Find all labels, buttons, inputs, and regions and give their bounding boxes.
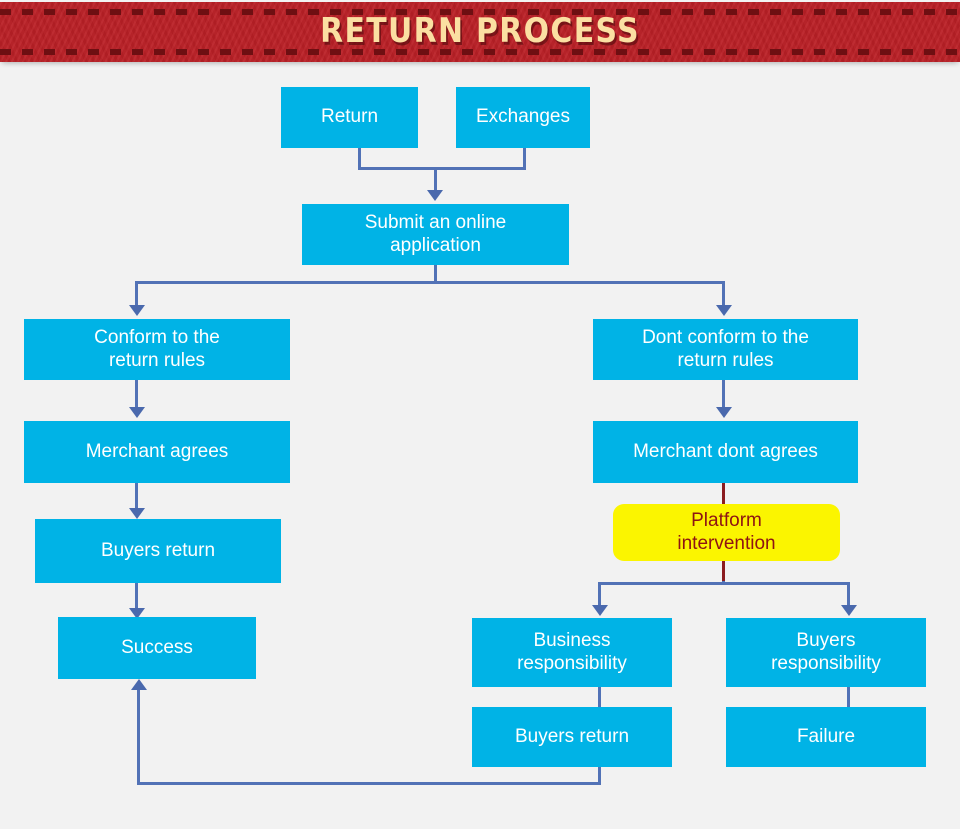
edge-to-conform-arrowhead	[129, 305, 145, 316]
node-submit-line1: Submit an online	[364, 212, 507, 234]
node-conform-label: Conform to the return rules	[94, 327, 220, 372]
edge-to-submit-line	[434, 167, 437, 193]
node-exchanges-label: Exchanges	[475, 106, 570, 128]
banner-dash-line-bottom	[0, 49, 960, 55]
node-failure[interactable]: Failure	[726, 707, 926, 767]
node-dont-conform-to-return-rules[interactable]: Dont conform to the return rules	[593, 319, 858, 380]
edge-businessresp-to-buyersreturn	[598, 687, 601, 709]
node-business-resp-line1: Business	[533, 630, 611, 652]
node-buyers-return-left[interactable]: Buyers return	[35, 519, 281, 583]
edge-to-business-resp-line	[598, 582, 601, 608]
node-buyers-resp-line2: responsibility	[771, 652, 881, 674]
node-conform-line1: Conform to the	[94, 327, 220, 349]
node-success[interactable]: Success	[58, 617, 256, 679]
node-buyers-return-right[interactable]: Buyers return	[472, 707, 672, 767]
edge-to-dont-conform-arrowhead	[716, 305, 732, 316]
node-success-label: Success	[121, 636, 193, 658]
node-return[interactable]: Return	[281, 87, 418, 148]
node-failure-label: Failure	[796, 725, 856, 747]
edge-return-stub	[358, 148, 361, 170]
node-merchant-dont-agrees-label: Merchant dont agrees	[633, 440, 818, 462]
edge-top-merge-bar	[358, 167, 526, 170]
edge-feedback-bottom-bar	[137, 782, 601, 785]
edge-dontconform-to-merchant-line	[722, 380, 725, 411]
node-platform-line1: Platform	[691, 510, 762, 532]
node-conform-line2: return rules	[108, 349, 206, 371]
edge-feedback-down	[598, 767, 601, 785]
edge-buyersresp-to-failure	[847, 687, 850, 709]
edge-buyers-to-success-line	[135, 583, 138, 613]
node-conform-to-return-rules[interactable]: Conform to the return rules	[24, 319, 290, 380]
node-dont-conform-line2: return rules	[677, 349, 774, 371]
node-return-label: Return	[320, 106, 379, 128]
edge-merchant-to-buyers-arrowhead	[129, 508, 145, 519]
edge-to-submit-arrowhead	[427, 190, 443, 201]
node-merchant-dont-agrees[interactable]: Merchant dont agrees	[593, 421, 858, 483]
edge-conform-to-merchant-line	[135, 380, 138, 411]
node-submit-application[interactable]: Submit an online application	[302, 204, 569, 265]
node-buyers-return-right-label: Buyers return	[514, 725, 630, 747]
edge-feedback-arrowhead	[131, 679, 147, 690]
node-business-resp-line2: responsibility	[517, 652, 627, 674]
node-platform-intervention[interactable]: Platform intervention	[613, 504, 840, 561]
node-dont-conform-label: Dont conform to the return rules	[642, 327, 809, 372]
node-submit-application-label: Submit an online application	[365, 212, 507, 257]
node-buyers-resp-line1: Buyers	[796, 630, 856, 652]
node-submit-line2: application	[390, 234, 481, 256]
node-business-responsibility[interactable]: Business responsibility	[472, 618, 672, 687]
edge-buyers-to-success-arrowhead	[129, 608, 145, 619]
banner-dash-line-top	[0, 9, 960, 15]
node-business-resp-label: Business responsibility	[517, 630, 627, 675]
edge-platform-split-bar	[598, 582, 850, 585]
header-banner: RETURN PROCESS	[0, 2, 960, 62]
node-buyers-return-left-label: Buyers return	[100, 539, 216, 561]
node-buyers-responsibility[interactable]: Buyers responsibility	[726, 618, 926, 687]
edge-to-conform-line	[135, 281, 138, 308]
page-title: RETURN PROCESS	[320, 11, 640, 51]
edge-to-buyers-resp-line	[847, 582, 850, 608]
edge-branch-bar	[135, 281, 725, 284]
node-platform-line2: intervention	[677, 532, 776, 554]
edge-to-business-resp-arrowhead	[592, 605, 608, 616]
edge-feedback-up	[137, 690, 140, 784]
node-exchanges[interactable]: Exchanges	[456, 87, 590, 148]
node-platform-label: Platform intervention	[677, 510, 775, 555]
edge-to-buyers-resp-arrowhead	[841, 605, 857, 616]
edge-merchant-to-buyers-line	[135, 483, 138, 512]
edge-exchanges-stub	[523, 148, 526, 170]
node-dont-conform-line1: Dont conform to the	[642, 327, 809, 349]
node-merchant-agrees[interactable]: Merchant agrees	[24, 421, 290, 483]
edge-conform-to-merchant-arrowhead	[129, 407, 145, 418]
edge-dontconform-to-merchant-arrowhead	[716, 407, 732, 418]
edge-submit-stub	[434, 265, 437, 284]
edge-to-dont-conform-line	[722, 281, 725, 308]
node-merchant-agrees-label: Merchant agrees	[85, 440, 229, 462]
node-buyers-resp-label: Buyers responsibility	[771, 630, 881, 675]
